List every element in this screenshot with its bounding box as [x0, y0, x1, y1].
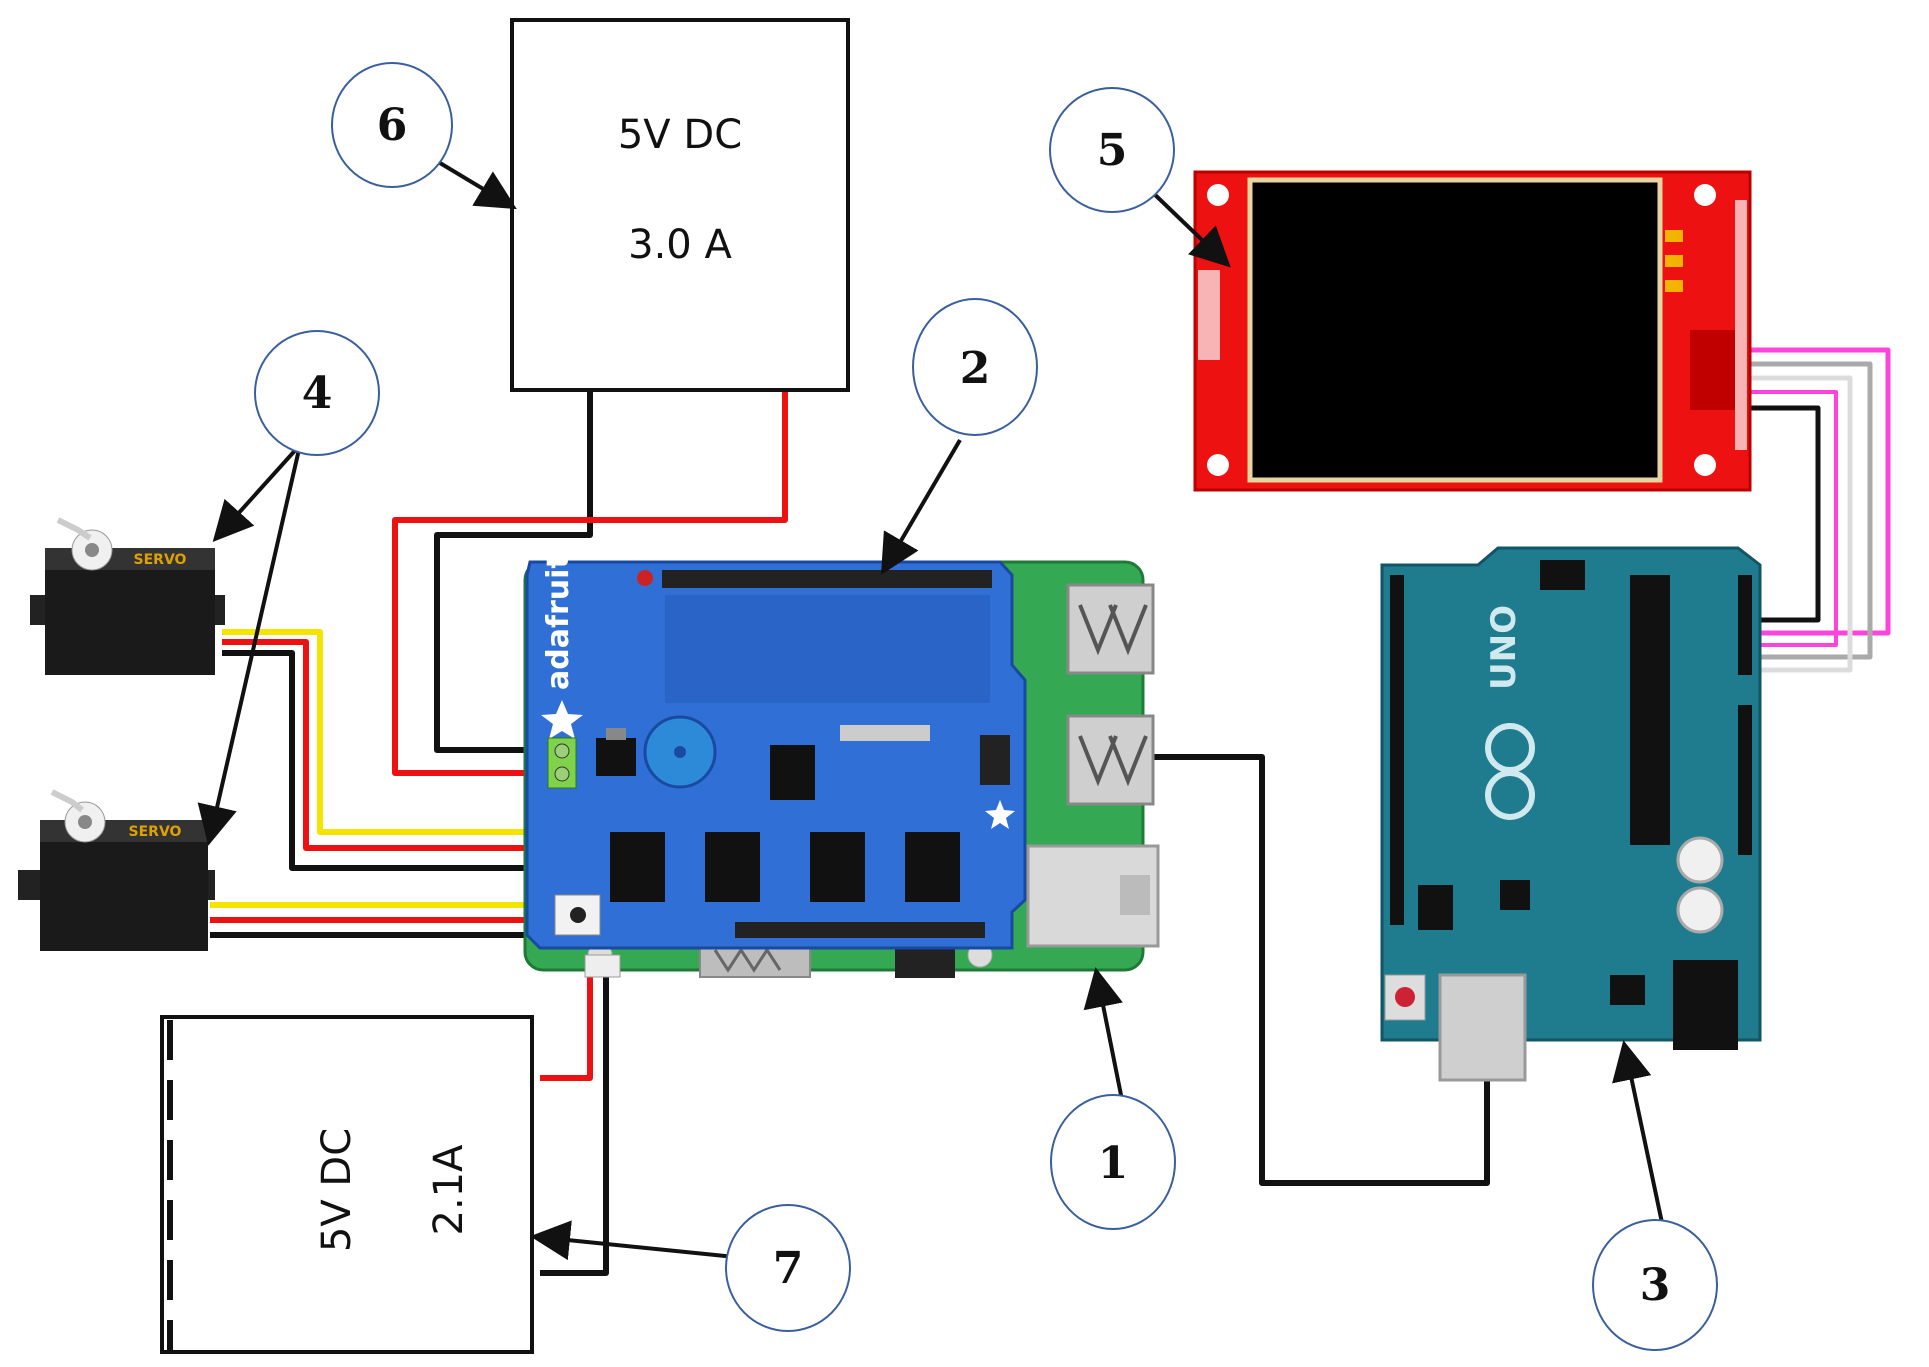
- arduino-infinity-logo: [1485, 723, 1535, 820]
- arduino-usb-port: [1438, 973, 1527, 1082]
- power-supply-top-voltage: 5V DC: [618, 112, 742, 158]
- callout-4: 4: [254, 330, 380, 456]
- wire-psu-bottom-black: [540, 960, 609, 1276]
- callout-1-number: 1: [1098, 1138, 1129, 1189]
- shield-brand-label: adafruit: [541, 554, 576, 690]
- arrow-1: [1083, 967, 1124, 1101]
- power-supply-bottom: 5V DC 2.1A: [160, 1015, 534, 1354]
- callout-1: 1: [1050, 1094, 1176, 1230]
- arrow-4a: [212, 443, 302, 542]
- power-supply-bottom-voltage: 5V DC: [314, 1128, 360, 1252]
- wire-psu-top-black: [434, 390, 593, 753]
- servo-bottom-label: SERVO: [129, 824, 182, 840]
- callout-7: 7: [725, 1204, 851, 1332]
- tft-display-module: [1193, 170, 1752, 492]
- arrow-3: [1612, 1040, 1667, 1238]
- callout-circles: 6 5 4 2 1 3 7: [254, 62, 1718, 1351]
- pi-usb-port-top: [1066, 583, 1155, 675]
- wire-display-gray: [1745, 361, 1873, 660]
- wire-usb-pi-arduino: [1130, 754, 1490, 1186]
- wire-display-magenta-2: [1745, 390, 1838, 647]
- wire-display-magenta-1: [1745, 347, 1891, 636]
- servo-top-label: SERVO: [134, 552, 187, 568]
- callout-2-number: 2: [960, 343, 991, 394]
- wire-display-black: [1745, 405, 1821, 623]
- pi-power-connector: [584, 954, 621, 978]
- arrow-4b: [197, 444, 302, 846]
- callout-5: 5: [1049, 87, 1175, 213]
- wire-display-white: [1745, 375, 1853, 673]
- tft-screen: [1247, 177, 1663, 483]
- arduino-microcontroller: [1630, 575, 1670, 845]
- callout-2: 2: [912, 298, 1038, 436]
- arrow-7: [530, 1220, 736, 1261]
- callout-5-number: 5: [1097, 125, 1128, 176]
- callout-6: 6: [331, 62, 453, 188]
- servo-headers: [610, 832, 960, 902]
- callout-7-number: 7: [773, 1243, 804, 1294]
- power-supply-top: 5V DC 3.0 A: [510, 18, 850, 392]
- callout-3-number: 3: [1640, 1260, 1671, 1311]
- power-supply-top-current: 3.0 A: [628, 222, 732, 268]
- callout-6-number: 6: [377, 100, 408, 151]
- power-supply-bottom-current: 2.1A: [426, 1144, 472, 1236]
- callout-3: 3: [1592, 1219, 1718, 1351]
- proto-grid: [665, 595, 990, 703]
- servo-top: SERVO: [30, 517, 225, 675]
- tft-pin-header: [1735, 200, 1747, 450]
- arrow-5: [1148, 188, 1231, 268]
- wire-psu-bottom-red: [540, 960, 593, 1081]
- servo-bottom: SERVO: [18, 789, 215, 951]
- callout-4-number: 4: [302, 368, 333, 419]
- arduino-model-label: UNO: [1484, 605, 1524, 690]
- arrow-6: [433, 158, 517, 210]
- adafruit-servo-shield: adafruit: [525, 554, 1027, 950]
- arduino-uno-board: UNO: [1380, 546, 1762, 1082]
- arduino-power-jack: [1673, 960, 1738, 1050]
- pi-usb-port-bottom: [1066, 714, 1155, 806]
- callout-arrows: [197, 158, 1667, 1261]
- wire-psu-top-red: [392, 390, 788, 776]
- arrow-2: [880, 438, 962, 575]
